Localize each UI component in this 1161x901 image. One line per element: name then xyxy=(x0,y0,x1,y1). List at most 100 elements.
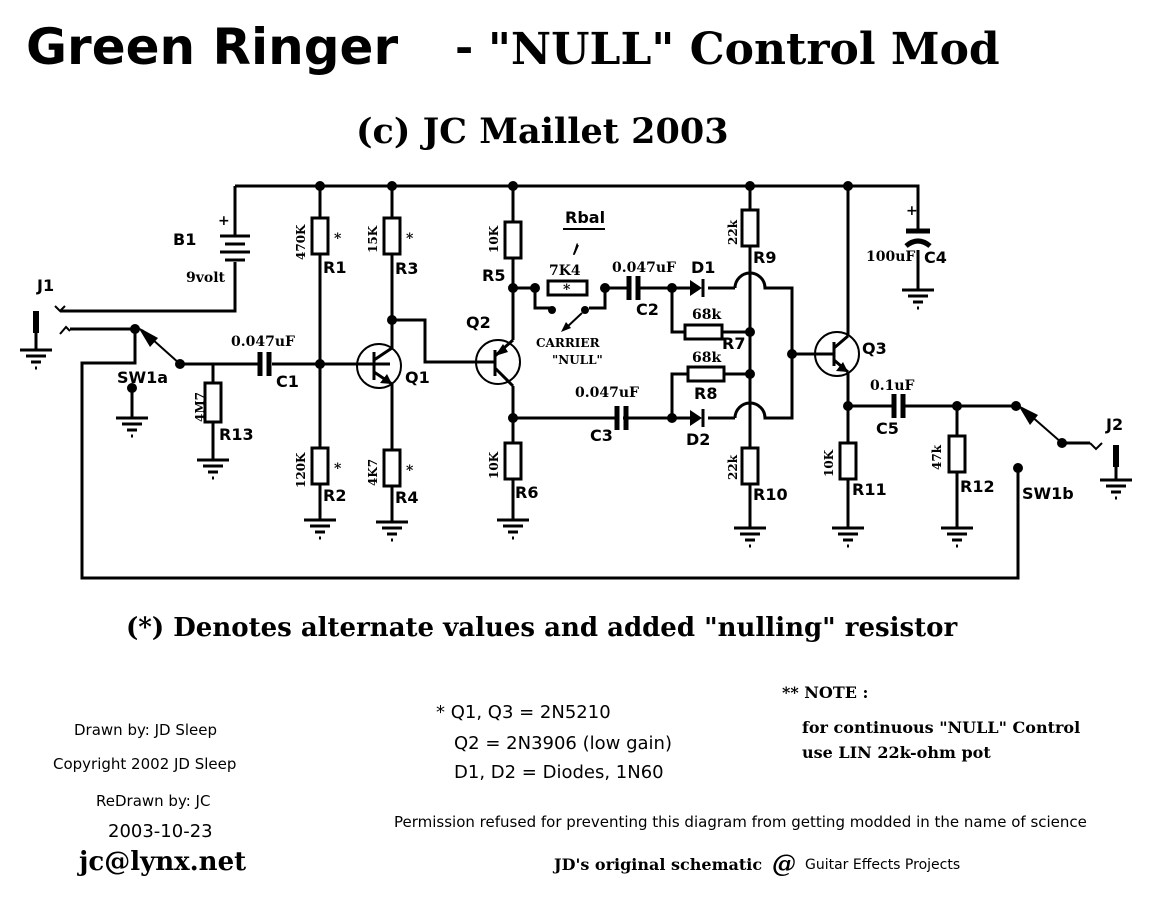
label-c1: C1 xyxy=(276,372,299,391)
label-r2: R2 xyxy=(323,486,346,505)
rbal-slash: / xyxy=(573,242,579,258)
value-r6: 10K xyxy=(487,451,501,479)
label-r4: R4 xyxy=(395,488,418,507)
carrier-null-switch[interactable] xyxy=(548,306,589,332)
value-r13: 4M7 xyxy=(193,392,207,422)
junction-dots xyxy=(127,181,1067,473)
ground-icon xyxy=(941,526,973,548)
resistor-r2 xyxy=(310,446,330,486)
junction-dot xyxy=(315,359,325,369)
credit-email[interactable]: jc@lynx.net xyxy=(77,847,246,877)
ground-icon xyxy=(734,526,766,548)
capacitor-c4 xyxy=(904,228,932,249)
value-r10: 22k xyxy=(726,454,740,480)
label-b1-plus: + xyxy=(218,213,230,229)
resistor-r12 xyxy=(947,434,967,474)
value-r7: 68k xyxy=(692,307,721,323)
value-r9: 22k xyxy=(726,219,740,245)
label-j1: J1 xyxy=(36,276,54,295)
label-q2: Q2 xyxy=(466,313,491,332)
resistor-r6 xyxy=(503,441,523,481)
capacitor-c2 xyxy=(626,276,641,300)
label-c2: C2 xyxy=(636,300,659,319)
label-sw1b: SW1b xyxy=(1022,484,1074,503)
label-null: "NULL" xyxy=(552,353,603,367)
jack-j2 xyxy=(1089,442,1119,480)
junction-dot xyxy=(667,283,677,293)
note-line-2: use LIN 22k-ohm pot xyxy=(802,743,991,762)
label-d2: D2 xyxy=(686,430,710,449)
label-r6: R6 xyxy=(515,483,538,502)
value-c3: 0.047uF xyxy=(575,385,639,401)
resistor-r3 xyxy=(382,216,402,256)
mark-r1: * xyxy=(334,231,342,247)
junction-dot xyxy=(1057,438,1067,448)
value-r11: 10K xyxy=(822,449,836,477)
source-at: @ xyxy=(772,849,796,878)
wires xyxy=(60,184,1090,580)
junction-dot xyxy=(843,181,853,191)
resistor-r13 xyxy=(203,381,223,424)
component-labels: B1 + 9volt J1 SW1a 0.047uF C1 R13 4M7 R1… xyxy=(36,203,1123,507)
ground-icon xyxy=(116,416,148,438)
label-sw1a: SW1a xyxy=(117,368,168,387)
diode-d1 xyxy=(690,279,705,297)
permission-text: Permission refused for preventing this d… xyxy=(394,813,1087,831)
resistor-r8 xyxy=(686,365,726,383)
value-r2: 120K xyxy=(294,452,308,488)
value-c2: 0.047uF xyxy=(612,260,676,276)
resistor-r10 xyxy=(740,446,760,486)
ground-icon xyxy=(376,520,408,542)
resistor-r5 xyxy=(503,220,523,260)
title-mod: "NULL" Control Mod xyxy=(488,24,1000,75)
diode-d2 xyxy=(690,409,705,427)
junction-dot xyxy=(508,413,518,423)
junction-dot xyxy=(600,283,610,293)
junction-dot xyxy=(387,181,397,191)
junction-dot xyxy=(387,315,397,325)
resistors xyxy=(203,208,967,488)
value-rbal: 7K4 xyxy=(549,263,581,279)
transistor-q3 xyxy=(814,331,860,377)
junction-dot xyxy=(1013,463,1023,473)
junction-dot xyxy=(787,349,797,359)
credit-redrawn-by: ReDrawn by: JC xyxy=(96,792,210,810)
source-prefix: JD's original schematic xyxy=(552,855,762,874)
label-r7: R7 xyxy=(722,334,745,353)
junction-dot xyxy=(952,401,962,411)
capacitors xyxy=(257,228,932,430)
ground-icon xyxy=(832,526,864,548)
value-r3: 15K xyxy=(366,225,380,253)
title-separator: - xyxy=(455,22,473,73)
value-b1: 9volt xyxy=(186,270,226,286)
label-r8: R8 xyxy=(694,384,717,403)
sw1a-arm[interactable] xyxy=(138,327,181,365)
supply-rail xyxy=(235,184,920,232)
credit-copyright: Copyright 2002 JD Sleep xyxy=(53,755,236,773)
value-r5: 10K xyxy=(487,225,501,253)
label-r9: R9 xyxy=(753,248,776,267)
junction-dot xyxy=(508,181,518,191)
label-c4: C4 xyxy=(924,248,947,267)
junction-dot xyxy=(530,283,540,293)
ground-icon xyxy=(1100,478,1132,500)
footnote: (*) Denotes alternate values and added "… xyxy=(126,613,957,643)
mark-r2: * xyxy=(334,461,342,477)
junction-dot xyxy=(130,324,140,334)
label-r12: R12 xyxy=(960,477,995,496)
rbal-callout xyxy=(563,228,605,255)
label-r10: R10 xyxy=(753,485,788,504)
transistor-q2 xyxy=(475,338,521,388)
source-site[interactable]: Guitar Effects Projects xyxy=(805,857,960,873)
capacitor-c3 xyxy=(614,406,629,430)
junction-dot xyxy=(745,369,755,379)
junction-dot xyxy=(843,401,853,411)
transistor-q1 xyxy=(356,343,402,389)
sw1b-arm[interactable] xyxy=(1018,405,1063,444)
rbal-bypass-wire xyxy=(533,288,607,310)
parts-line-3: D1, D2 = Diodes, 1N60 xyxy=(454,762,664,783)
value-c4: 100uF xyxy=(866,249,915,265)
ground-icon xyxy=(497,518,529,540)
value-r4: 4K7 xyxy=(366,459,380,486)
